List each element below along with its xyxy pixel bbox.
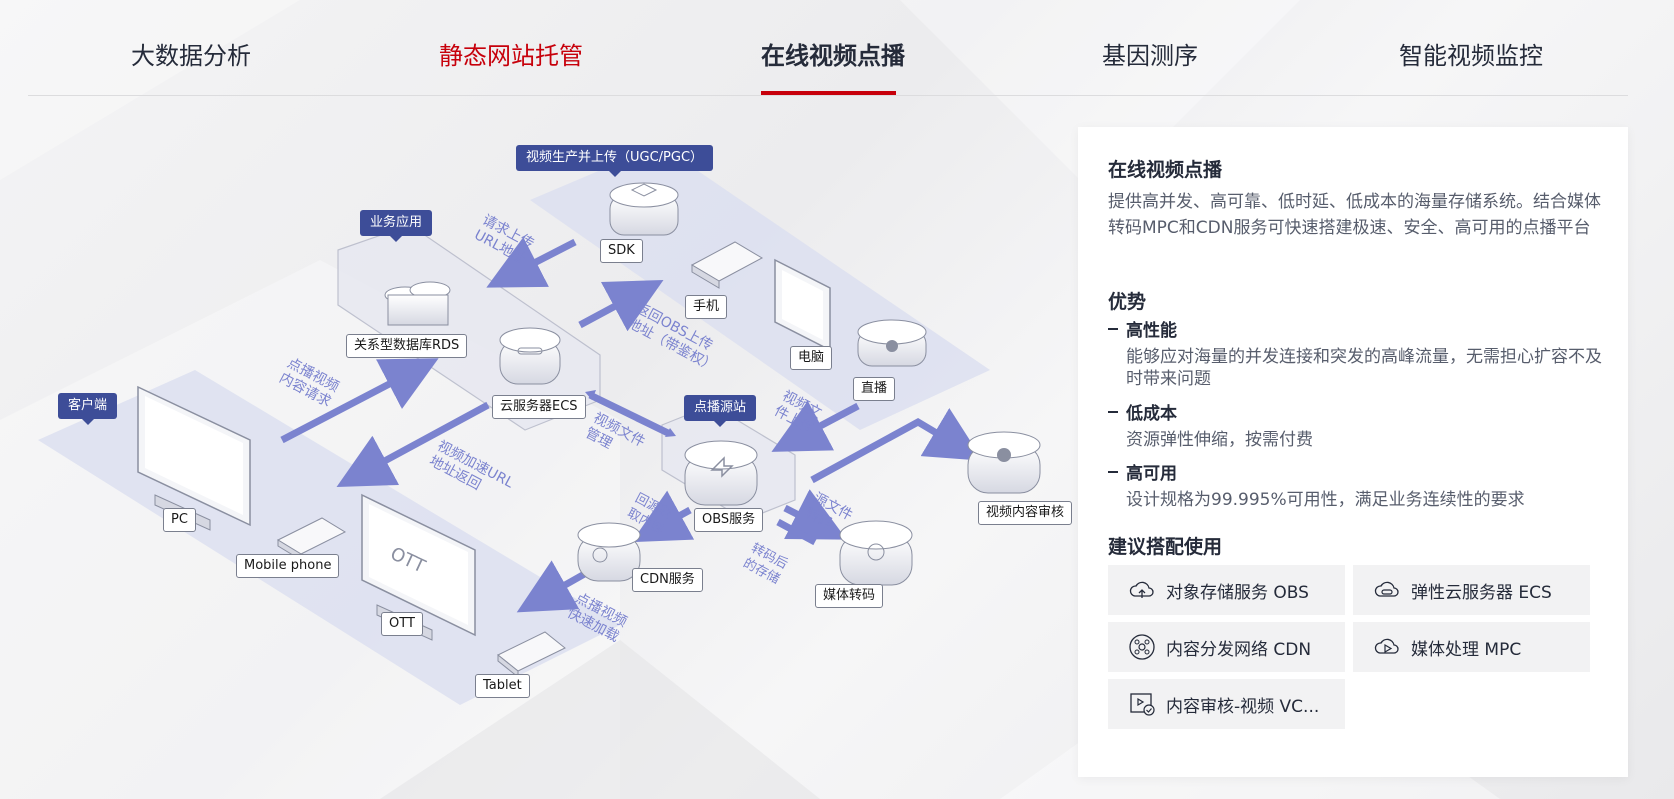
label-cdn: CDN服务 — [632, 568, 703, 592]
advantage-item: 低成本 资源弹性伸缩，按需付费 — [1108, 402, 1608, 451]
cdn-device — [577, 522, 641, 582]
cloud-play-icon — [1374, 638, 1399, 654]
diagram-graphics — [38, 145, 1041, 705]
flow-arrows — [280, 237, 984, 613]
product-label: 内容审核-视频 VC... — [1166, 696, 1320, 717]
label-mpc: 媒体转码 — [815, 584, 884, 608]
advantages-heading: 优势 — [1108, 291, 1147, 313]
dash-icon — [1108, 328, 1118, 330]
advantage-text: 设计规格为99.995%可用性，满足业务连续性的要求 — [1126, 490, 1525, 510]
label-tablet: Tablet — [475, 674, 530, 698]
rds-device — [384, 281, 451, 326]
pc-device — [137, 385, 251, 531]
label-mobile: Mobile phone — [236, 554, 340, 578]
solution-tabs: 大数据分析 静态网站托管 在线视频点播 基因测序 智能视频监控 — [28, 0, 1628, 96]
product-video-moderation[interactable]: 内容审核-视频 VC... — [1108, 679, 1345, 729]
panel-title: 在线视频点播 — [1108, 159, 1223, 181]
product-mpc[interactable]: 媒体处理 MPC — [1353, 622, 1590, 672]
tab-video-surveillance[interactable]: 智能视频监控 — [1399, 42, 1543, 70]
panel-description: 提供高并发、高可靠、低时延、低成本的海量存储系统。结合媒体转码MPC和CDN服务… — [1108, 192, 1601, 238]
advantage-text: 资源弹性伸缩，按需付费 — [1126, 430, 1313, 450]
tag-upload: 视频生产并上传（UGC/PGC） — [516, 145, 714, 177]
product-label: 对象存储服务 OBS — [1166, 582, 1309, 603]
label-live: 直播 — [853, 377, 896, 401]
tag-origin-station: 点播源站 — [684, 395, 757, 427]
tab-big-data[interactable]: 大数据分析 — [131, 42, 251, 70]
label-ecs: 云服务器ECS — [492, 395, 586, 419]
cloud-server-icon — [1374, 581, 1399, 597]
product-label: 内容分发网络 CDN — [1166, 639, 1312, 660]
advantage-text: 能够应对海量的并发连接和突发的高峰流量，无需担心扩容不及时带来问题 — [1126, 347, 1602, 389]
architecture-diagram: OTT 视频生产并上传（UGC/PGC） 业务应用 客户端 点播源站 SDK 手… — [0, 100, 1080, 799]
dash-icon — [1108, 471, 1118, 473]
label-phone: 手机 — [685, 295, 728, 319]
advantage-title: 高可用 — [1126, 464, 1177, 484]
computer-device — [774, 258, 831, 352]
tab-gene-sequencing[interactable]: 基因测序 — [1102, 42, 1198, 70]
label-sdk: SDK — [600, 239, 643, 263]
video-check-icon — [1130, 693, 1155, 716]
mpc-device — [839, 520, 913, 586]
tag-client: 客户端 — [58, 393, 118, 425]
label-computer: 电脑 — [790, 346, 833, 370]
tag-business-app: 业务应用 — [360, 210, 433, 242]
tab-static-website[interactable]: 静态网站托管 — [439, 42, 583, 70]
phone-device — [690, 241, 764, 289]
label-ott: OTT — [381, 612, 423, 636]
tab-video-on-demand[interactable]: 在线视频点播 — [761, 42, 905, 70]
advantage-title: 高性能 — [1126, 321, 1177, 341]
ecs-device — [499, 327, 561, 385]
review-device — [967, 431, 1041, 494]
advantage-item: 高可用 设计规格为99.995%可用性，满足业务连续性的要求 — [1108, 462, 1608, 511]
dash-icon — [1108, 411, 1118, 413]
obs-device — [684, 440, 758, 506]
product-label: 弹性云服务器 ECS — [1411, 582, 1552, 603]
label-review: 视频内容审核 — [978, 501, 1073, 525]
sdk-device — [609, 182, 679, 236]
network-nodes-icon — [1129, 634, 1155, 660]
label-obs: OBS服务 — [694, 508, 764, 532]
label-pc: PC — [163, 508, 196, 532]
advantage-item: 高性能 能够应对海量的并发连接和突发的高峰流量，无需担心扩容不及时带来问题 — [1108, 319, 1608, 390]
cloud-upload-icon — [1129, 581, 1154, 598]
advantage-title: 低成本 — [1126, 404, 1177, 424]
product-cdn[interactable]: 内容分发网络 CDN — [1108, 622, 1345, 672]
active-tab-indicator — [761, 91, 896, 95]
solution-detail-panel: 在线视频点播 提供高并发、高可靠、低时延、低成本的海量存储系统。结合媒体转码MP… — [1078, 127, 1628, 777]
product-obs[interactable]: 对象存储服务 OBS — [1108, 565, 1345, 615]
label-rds: 关系型数据库RDS — [346, 334, 468, 358]
product-ecs[interactable]: 弹性云服务器 ECS — [1353, 565, 1590, 615]
live-device — [857, 319, 927, 367]
product-label: 媒体处理 MPC — [1411, 639, 1522, 660]
recommend-heading: 建议搭配使用 — [1108, 536, 1223, 558]
